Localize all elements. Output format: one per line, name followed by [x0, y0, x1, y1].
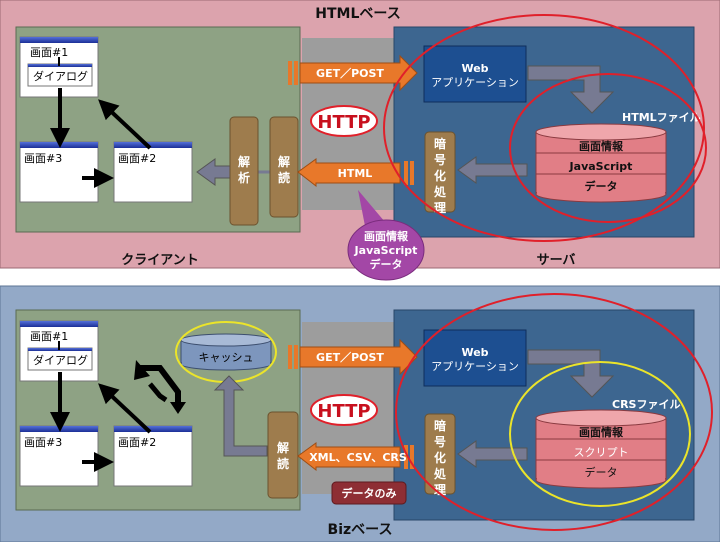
top-decode-char-1: 解: [278, 154, 290, 169]
bottom-file-to-encrypt-arrow: [457, 440, 528, 468]
top-webapp-box: Web アプリケーション: [423, 45, 527, 103]
top-file-item-2: JavaScript: [569, 160, 633, 173]
top-screen-1-label: 画面#1: [30, 46, 68, 59]
bottom-screen-2-label: 画面#2: [118, 436, 156, 449]
bottom-dialog-label: ダイアログ: [33, 353, 88, 367]
bottom-screen-1-label: 画面#1: [30, 330, 68, 343]
bottom-webapp-line-1: Web: [461, 346, 488, 359]
bottom-server-highlight-ellipse: [395, 293, 713, 531]
bottom-cache-sync-arrows: [134, 360, 186, 414]
top-response-label: HTML: [338, 167, 373, 180]
bottom-encrypt-box: 暗 号 化 処 理: [424, 413, 456, 497]
svg-text:号: 号: [434, 434, 446, 449]
svg-text:解: 解: [277, 440, 289, 455]
top-analysis-box: 解 析: [229, 116, 259, 226]
bottom-response-arrow: XML、CSV、CRS: [297, 442, 414, 472]
top-screen-2-label: 画面#2: [118, 152, 156, 165]
top-screen-3-label: 画面#3: [24, 152, 62, 165]
bottom-file-item-1: 画面情報: [579, 425, 624, 439]
top-analysis-char-1: 解: [238, 154, 250, 169]
bottom-file-database: 画面情報 スクリプト データ: [535, 409, 667, 489]
top-response-arrow: HTML: [297, 158, 414, 188]
bottom-http-label: HTTP: [317, 401, 370, 422]
top-nav-arrow-back: [98, 99, 152, 150]
top-webapp-to-file-arrow: [527, 65, 615, 114]
top-webapp-line-1: Web: [461, 62, 488, 75]
top-file-label: HTMLファイル: [622, 111, 701, 124]
top-decode-box: 解 読: [269, 116, 299, 218]
bottom-decode-to-cache-arrow: [213, 375, 268, 457]
bottom-response-label: XML、CSV、CRS: [309, 451, 407, 464]
bottom-file-item-2: スクリプト: [574, 446, 629, 459]
svg-text:化: 化: [434, 450, 446, 465]
top-file-database: 画面情報 JavaScript データ: [535, 123, 667, 203]
bottom-http-ellipse: [310, 394, 378, 426]
bottom-screen-3-window: 画面#3: [19, 425, 99, 487]
bottom-title: Bizベース: [328, 522, 393, 538]
top-file-item-1: 画面情報: [579, 139, 624, 153]
svg-text:化: 化: [434, 168, 446, 183]
bottom-cache-label: キャッシュ: [199, 351, 254, 364]
svg-text:処: 処: [433, 466, 447, 481]
top-server-label: サーバ: [537, 253, 576, 268]
bottom-request-label: GET／POST: [316, 351, 384, 364]
top-request-arrow: GET／POST: [288, 54, 418, 92]
top-http-label: HTTP: [317, 112, 370, 133]
bottom-data-only-label: データのみ: [342, 486, 397, 500]
top-file-highlight-ellipse: [509, 73, 707, 223]
top-decode-char-2: 読: [278, 170, 290, 185]
bottom-file-item-3: データ: [585, 465, 618, 479]
top-request-label: GET／POST: [316, 67, 384, 80]
top-screen-2-window: 画面#2: [113, 141, 193, 203]
svg-text:処: 処: [433, 184, 447, 199]
top-file-to-encrypt-arrow: [457, 156, 528, 184]
top-screen-3-window: 画面#3: [19, 141, 99, 203]
svg-text:理: 理: [434, 483, 446, 497]
top-client-label: クライアント: [121, 253, 198, 268]
bottom-screen-2-window: 画面#2: [113, 425, 193, 487]
bottom-screen-3-label: 画面#3: [24, 436, 62, 449]
bottom-webapp-box: Web アプリケーション: [423, 329, 527, 387]
bottom-section: 画面#1 ダイアログ 画面#3 画面#2: [0, 285, 720, 542]
bottom-dialog-window: ダイアログ: [27, 347, 93, 371]
top-dialog-window: ダイアログ: [27, 63, 93, 87]
top-callout-bubble: 画面情報 JavaScript データ: [347, 190, 425, 281]
top-analysis-char-2: 析: [238, 170, 250, 185]
bottom-webapp-line-2: アプリケーション: [431, 360, 519, 373]
svg-text:読: 読: [277, 456, 289, 471]
bottom-data-only-tag: データのみ: [331, 481, 407, 505]
top-file-item-3: データ: [585, 179, 618, 193]
top-title: HTMLベース: [315, 6, 400, 22]
top-callout-line-1: 画面情報: [364, 229, 409, 243]
top-callout-line-2: JavaScript: [354, 244, 418, 257]
top-callout-line-3: データ: [370, 257, 403, 271]
top-dialog-label: ダイアログ: [33, 69, 88, 83]
bottom-request-arrow: GET／POST: [288, 338, 418, 376]
top-encrypt-box: 暗 号 化 処 理: [424, 131, 456, 215]
svg-text:号: 号: [434, 152, 446, 167]
bottom-cache-database: キャッシュ: [180, 333, 272, 371]
svg-text:暗: 暗: [434, 136, 446, 151]
top-server-highlight-ellipse: [383, 14, 705, 242]
svg-text:暗: 暗: [434, 418, 446, 433]
bottom-file-highlight-ellipse: [509, 361, 691, 507]
bottom-nav-arrow-back: [98, 383, 152, 434]
bottom-decode-box: 解 読: [267, 411, 299, 499]
top-http-ellipse: [310, 105, 378, 137]
bottom-file-label: CRSファイル: [612, 398, 680, 411]
top-webapp-line-2: アプリケーション: [431, 76, 519, 89]
top-section: HTMLベース 画面#1 ダイアログ 画面#3 画面#2: [0, 0, 720, 281]
